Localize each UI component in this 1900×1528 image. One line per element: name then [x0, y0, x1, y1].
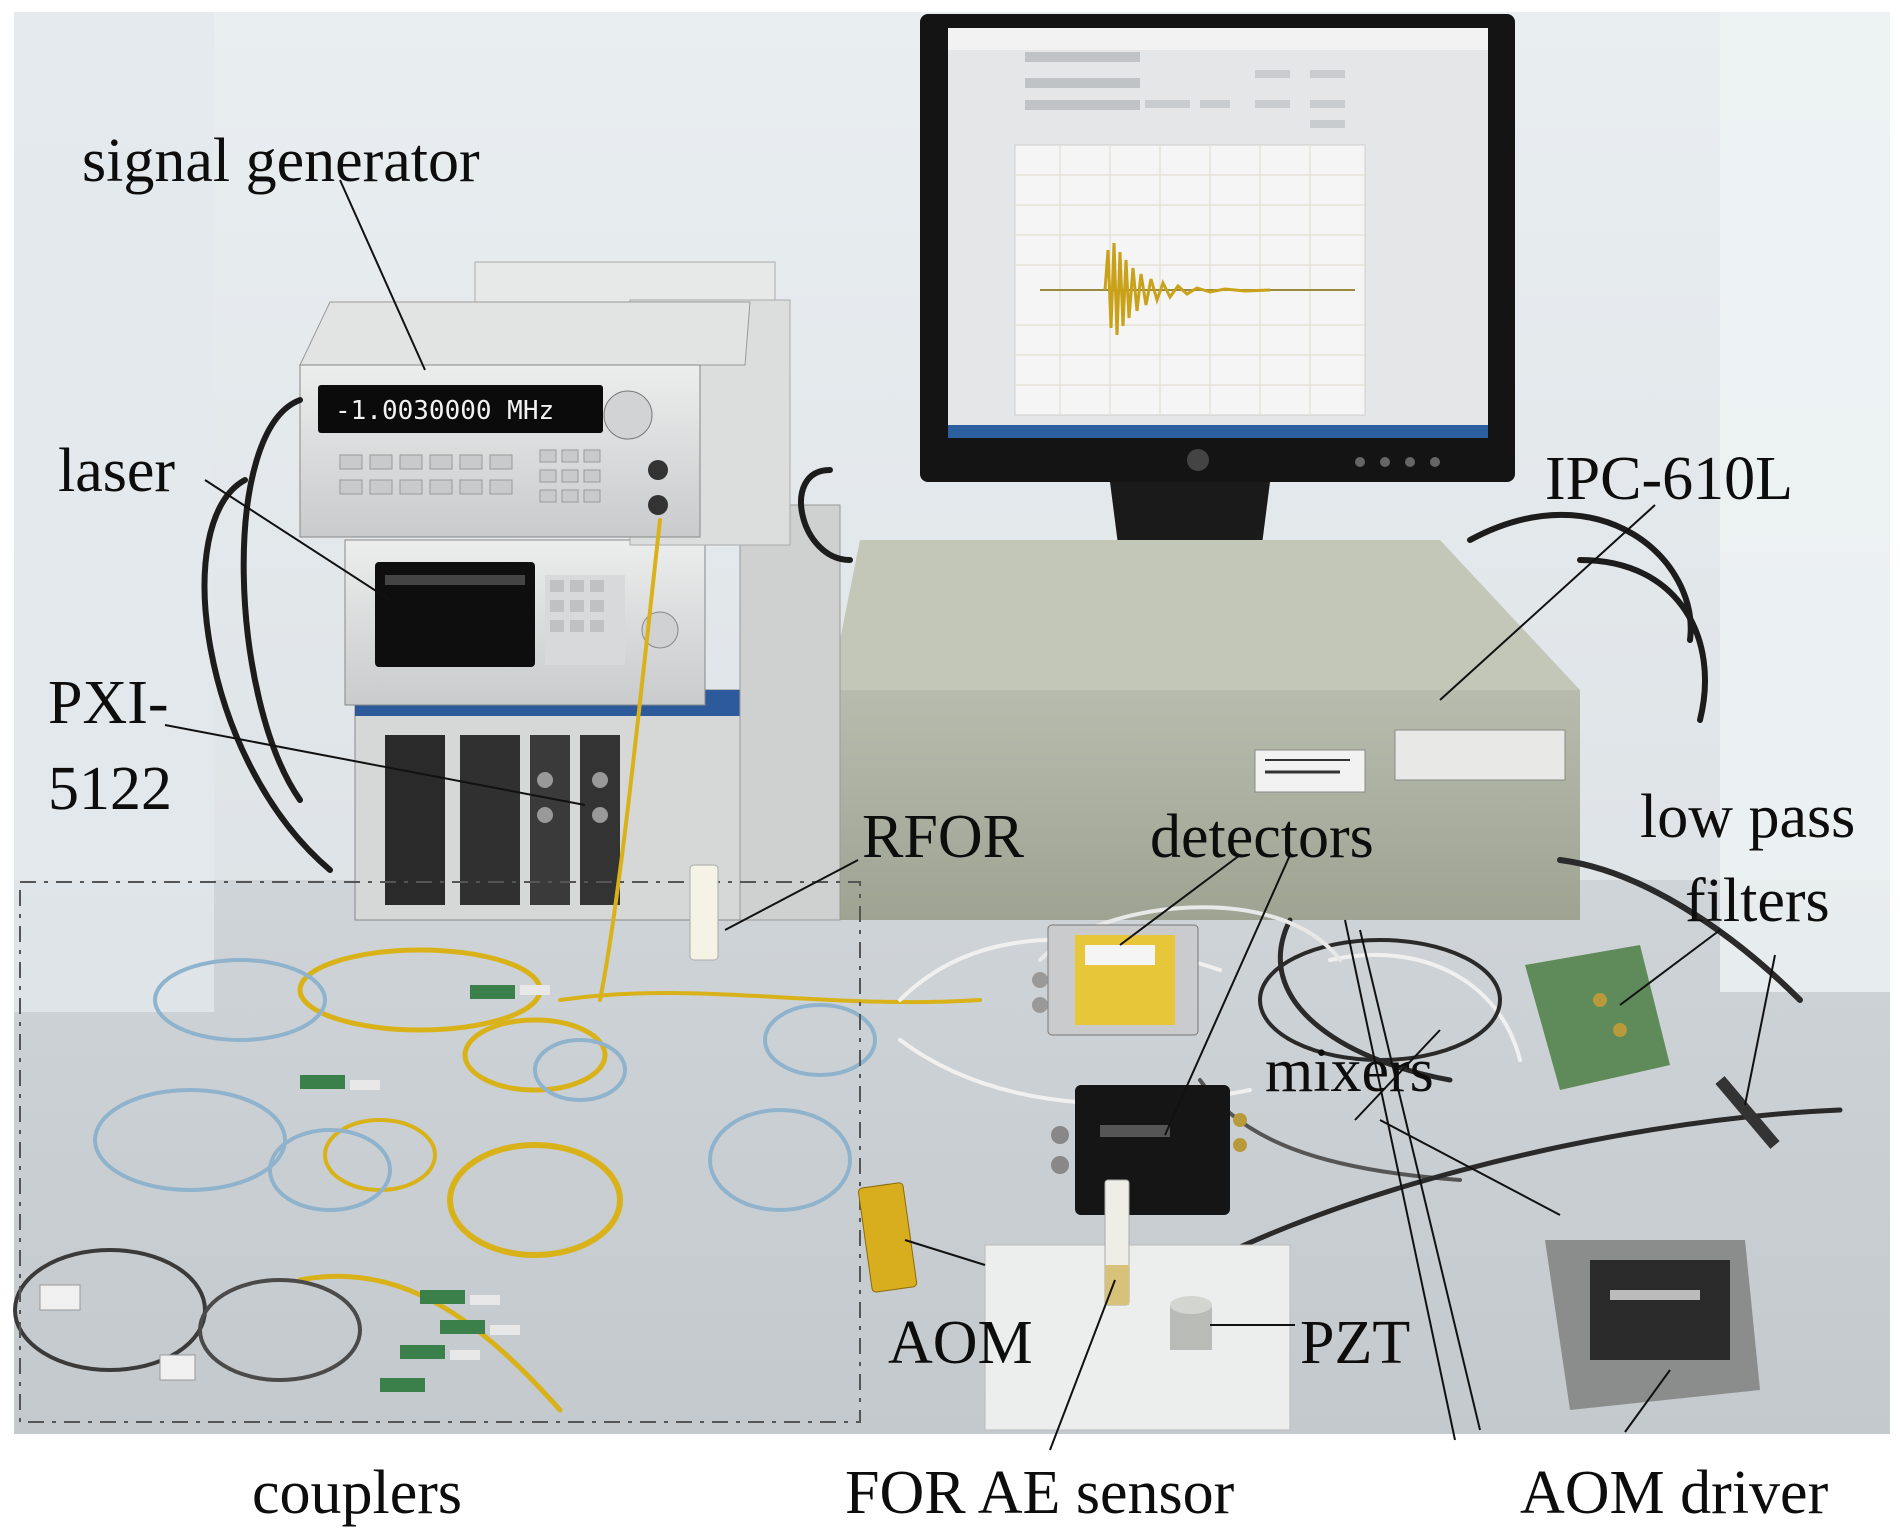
rfor-tube	[689, 864, 719, 961]
label-aom: AOM	[888, 1309, 1033, 1377]
label-ipc-610l: IPC-610L	[1545, 445, 1793, 513]
aom-driver-box	[1545, 1240, 1760, 1410]
sensor-plate	[984, 1244, 1291, 1431]
ipc-610l-box	[830, 540, 1580, 920]
monitor	[920, 14, 1515, 615]
label-pzt: PZT	[1300, 1309, 1411, 1377]
coupler-connectors	[39, 985, 550, 1392]
label-for-ae-sensor: FOR AE sensor	[845, 1459, 1235, 1527]
label-signal-generator: signal generator	[82, 127, 480, 195]
pzt-sensor	[1170, 1296, 1212, 1350]
label-couplers: couplers	[252, 1459, 463, 1527]
label-detectors: detectors	[1150, 803, 1374, 871]
aom-device	[857, 1182, 918, 1293]
detector-box	[1032, 924, 1199, 1036]
label-pxi-line1: PXI-	[48, 669, 169, 737]
label-rfor: RFOR	[862, 803, 1024, 871]
label-low-pass-line2: filters	[1685, 867, 1830, 935]
label-pxi-line2: 5122	[48, 755, 172, 823]
ae-waveform	[1103, 242, 1271, 336]
leader-lines	[164, 179, 1776, 1451]
black-module	[1051, 1085, 1247, 1215]
generator-display-text: -1.0030000 MHz	[335, 396, 555, 426]
instrument-rack	[299, 261, 841, 921]
couplers-region	[19, 881, 861, 1423]
label-low-pass-line1: low pass	[1640, 783, 1856, 851]
low-pass-filter-board	[1525, 945, 1780, 1149]
label-mixers: mixers	[1265, 1037, 1434, 1105]
generator-display	[318, 385, 603, 433]
label-laser: laser	[58, 437, 176, 505]
label-aom-driver: AOM driver	[1520, 1459, 1829, 1527]
